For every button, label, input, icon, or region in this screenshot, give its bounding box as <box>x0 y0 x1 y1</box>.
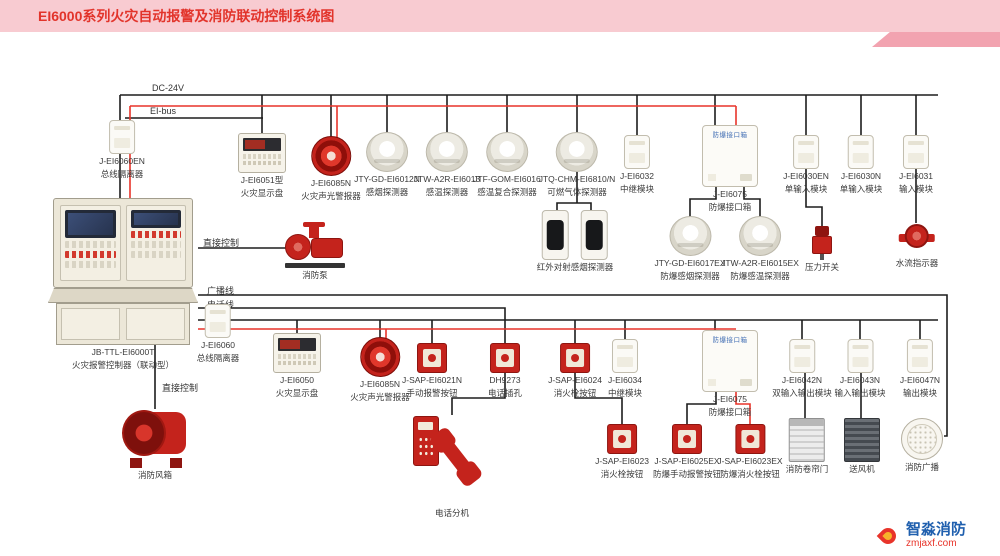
label-dc24v: DC-24V <box>152 83 185 93</box>
smoke-detector-icon <box>365 132 408 172</box>
brand-logo[interactable]: 智淼消防 zmjaxf.com <box>876 522 966 549</box>
device-smoke-detector: JTY-GD-EI6012N 感烟探测器 <box>354 132 420 197</box>
device-exproof-heat-detector: JTW-A2R-EI6015EX 防爆感温探测器 <box>721 216 799 281</box>
device-bus-isolator-top: J-EI6060EN 总线隔离器 <box>99 120 145 179</box>
device-fire-broadcast-speaker: 消防广播 <box>901 418 943 473</box>
input-module-icon <box>793 135 819 169</box>
device-telephone-jack: DH9273 电话插孔 <box>488 343 522 398</box>
page-title: EI6000系列火灾自动报警及消防联动控制系统图 <box>38 8 335 24</box>
fire-display-panel-icon <box>273 333 321 373</box>
device-air-blower: 送风机 <box>844 418 880 475</box>
exproof-box-icon: 防爆接口箱 <box>702 125 758 187</box>
water-flow-icon <box>898 222 935 256</box>
device-composite-detector: JTF-GOM-EI6016 感温复合探测器 <box>473 132 541 197</box>
header-bar: EI6000系列火灾自动报警及消防联动控制系统图 <box>0 0 1000 32</box>
hydrant-button-icon <box>734 424 765 454</box>
composite-detector-icon <box>485 132 528 172</box>
bus-isolator-icon <box>109 120 135 154</box>
brand-website: zmjaxf.com <box>906 538 957 549</box>
bus-isolator-icon <box>204 304 231 338</box>
manual-call-point-icon <box>417 343 447 373</box>
device-manual-call-point: J-SAP-EI6021N 手动报警按钮 <box>402 343 462 398</box>
telephone-jack-icon <box>489 343 520 373</box>
ribbon-decoration <box>872 32 1000 47</box>
device-single-input-module-ei6030n: J-EI6030N 单输入模块 <box>840 135 882 194</box>
device-sound-light-alarm-top: J-EI6085N 火灾声光警报器 <box>301 136 361 201</box>
speaker-icon <box>901 418 943 460</box>
device-heat-detector: JTW-A2R-EI6013 感温探测器 <box>414 132 480 197</box>
air-blower-icon <box>844 418 880 462</box>
pressure-switch-icon <box>810 226 834 260</box>
output-module-icon <box>906 339 933 373</box>
fire-fan-icon <box>120 408 190 468</box>
device-single-input-module-ei6030en: J-EI6030EN 单输入模块 <box>783 135 829 194</box>
device-dual-io-module: J-EI6042N 双输入输出模块 <box>772 339 832 398</box>
device-fire-display-panel-ei6051: J-EI6051型 火灾显示盘 <box>238 133 286 198</box>
device-hydrant-button-ei6023: J-SAP-EI6023 消火栓按钮 <box>595 424 649 479</box>
telephone-icon <box>413 414 491 506</box>
io-module-icon <box>788 339 815 373</box>
rolling-door-icon <box>788 418 825 462</box>
device-telephone-extension: 电话分机 <box>413 414 491 519</box>
hydrant-button-icon <box>560 343 590 373</box>
label-direct-control-bottom: 直接控制 <box>162 383 199 393</box>
control-console-icon <box>48 198 198 345</box>
brand-name: 智淼消防 <box>906 521 967 538</box>
device-water-flow-indicator: 水流指示器 <box>896 222 938 269</box>
heat-detector-icon <box>425 132 468 172</box>
relay-module-icon <box>612 339 638 373</box>
label-broadcast-line: 广播线 <box>207 286 235 296</box>
console-name-label: 火灾报警控制器（联动型） <box>71 359 174 370</box>
exproof-heat-detector-icon <box>738 216 781 256</box>
device-relay-module-ei6034: J-EI6034 中继模块 <box>608 339 642 398</box>
device-pressure-switch: 压力开关 <box>805 226 839 273</box>
relay-module-icon <box>624 135 650 169</box>
device-fire-fan: 消防风箱 <box>120 408 190 481</box>
fire-pump-icon <box>285 222 345 268</box>
sound-light-alarm-icon <box>310 136 351 176</box>
device-relay-module-ei6032: J-EI6032 中继模块 <box>620 135 654 194</box>
fire-display-panel-icon <box>238 133 286 173</box>
flame-icon <box>876 524 900 547</box>
device-exproof-interface-box-mid: 防爆接口箱 J-EI6075 防爆接口箱 <box>702 330 758 417</box>
exproof-box-icon: 防爆接口箱 <box>702 330 758 392</box>
device-output-module: J-EI6047N 输出模块 <box>900 339 940 398</box>
device-io-module: J-EI6043N 输入输出模块 <box>834 339 886 398</box>
device-infrared-beam-detector: 红外对射感烟探测器 <box>537 210 613 273</box>
device-input-module-ei6031: J-EI6031 输入模块 <box>899 135 933 194</box>
device-exproof-interface-box-top: 防爆接口箱 J-EI6075 防爆接口箱 <box>702 125 758 212</box>
io-module-icon <box>846 339 873 373</box>
console-model-label: JB-TTL-EI6000T <box>91 347 155 357</box>
device-exproof-manual-call-point: J-SAP-EI6025EX 防爆手动报警按钮 <box>653 424 721 479</box>
hydrant-button-icon <box>607 424 637 454</box>
device-fire-display-panel-ei6050: J-EI6050 火灾显示盘 <box>273 333 321 398</box>
device-fire-rolling-door: 消防卷帘门 <box>786 418 828 475</box>
input-module-icon <box>847 135 874 169</box>
device-gas-detector: JTQ-CHM-EI6810/N 可燃气体探测器 <box>539 132 615 197</box>
label-ei-bus: EI-bus <box>150 106 177 116</box>
exproof-smoke-detector-icon <box>669 216 711 256</box>
manual-call-point-icon <box>671 424 702 454</box>
infrared-beam-icon <box>541 210 608 260</box>
label-direct-control-top: 直接控制 <box>203 238 240 248</box>
gas-detector-icon <box>555 132 598 172</box>
device-exproof-hydrant-button: J-SAP-EI6023EX 防爆消火栓按钮 <box>717 424 783 479</box>
device-sound-light-alarm-mid: J-EI6085N 火灾声光警报器 <box>350 337 410 402</box>
device-exproof-smoke-detector: JTY-GD-EI6017EX 防爆感烟探测器 <box>654 216 726 281</box>
fire-alarm-control-console: JB-TTL-EI6000T 火灾报警控制器（联动型） <box>48 198 198 370</box>
sound-light-alarm-icon <box>359 337 400 377</box>
device-bus-isolator-mid: J-EI6060 总线隔离器 <box>197 304 239 363</box>
device-fire-pump: 消防泵 <box>285 222 345 281</box>
input-module-icon <box>903 135 929 169</box>
device-hydrant-button-ei6024: J-SAP-EI6024 消火栓按钮 <box>548 343 602 398</box>
